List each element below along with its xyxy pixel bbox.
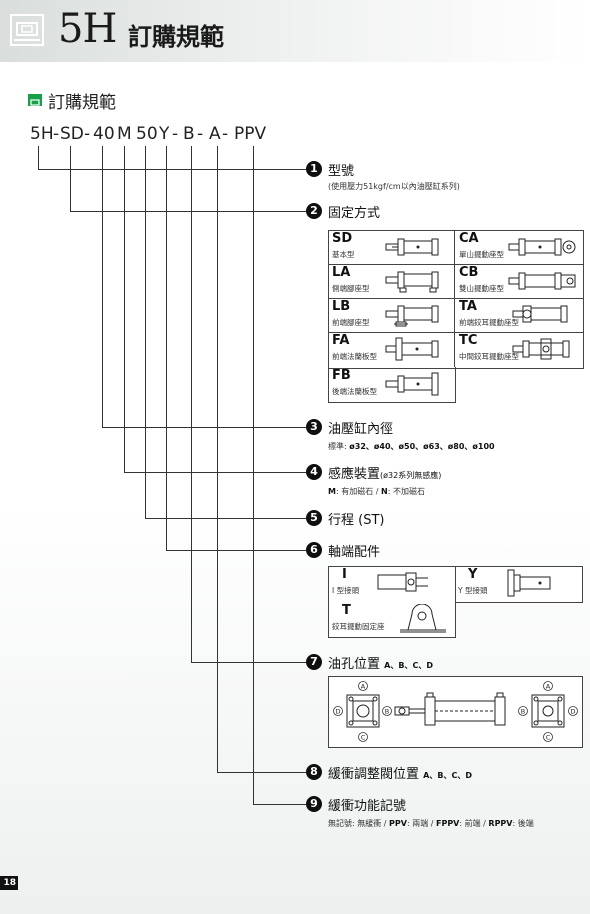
- header-title: 訂購規範: [128, 23, 224, 51]
- port-letter: B: [385, 708, 389, 716]
- rod-end-option: T 鉸耳擺動固定座: [328, 602, 454, 637]
- item-number: 2: [306, 203, 322, 219]
- code-dash: -: [84, 124, 91, 144]
- item-number: 6: [306, 542, 322, 558]
- section-icon: [28, 94, 42, 108]
- mount-option: TC 中間鉸耳擺動座型: [455, 332, 582, 367]
- page-number: 18: [0, 876, 18, 890]
- cylinder-icon: [512, 305, 568, 323]
- mount-option: TA 前端鉸耳擺動座型: [455, 298, 582, 332]
- brand-logo-icon: [10, 14, 44, 46]
- page-header: 5H 訂購規範: [0, 0, 590, 62]
- code-part: SD: [60, 124, 84, 144]
- item-number: 4: [306, 464, 322, 480]
- port-position-diagram: A D B C A B D C: [328, 676, 583, 748]
- code-part: M: [117, 124, 132, 144]
- item-number: 1: [306, 161, 322, 177]
- mount-option: CA 單山擺動座型: [455, 230, 582, 264]
- code-dash: -: [222, 124, 229, 144]
- code-dash: -: [197, 124, 204, 144]
- rod-end-option: I I 型接頭: [328, 566, 454, 601]
- code-part: Y: [159, 124, 170, 144]
- item-number: 5: [306, 510, 322, 526]
- mount-table: SD 基本型 CA 單山擺動座型 LA 側端腳座型 CB 雙山擺動座型: [328, 230, 584, 403]
- port-letter: A: [361, 683, 366, 691]
- code-dash: -: [53, 124, 60, 144]
- code-part: 40: [93, 124, 115, 144]
- cylinder-icon: [508, 238, 576, 256]
- cylinder-icon: [512, 338, 570, 360]
- header-model: 5H: [58, 6, 117, 52]
- item-label: 固定方式: [328, 206, 381, 221]
- cylinder-icon: [385, 372, 439, 396]
- item-sub: (使用壓力51kgf/cm以內油壓缸系列): [328, 182, 460, 191]
- mount-option: FB 後端法蘭板型: [328, 367, 454, 402]
- rod-end-option: Y Y 型接頭: [456, 566, 582, 601]
- mount-option: CB 雙山擺動座型: [455, 264, 582, 298]
- item-sub: 無記號: 無緩衝 / PPV: 兩端 / FPPV: 前端 / RPPV: 後端: [328, 819, 534, 828]
- y-joint-icon: [507, 569, 551, 597]
- mount-option: LA 側端腳座型: [328, 264, 454, 298]
- item-label: 行程 (ST): [328, 513, 385, 528]
- mount-option: FA 前端法蘭板型: [328, 332, 454, 367]
- port-letter: D: [335, 708, 340, 716]
- item-label: 油孔位置 A、B、C、D: [328, 657, 433, 672]
- code-part: B: [183, 124, 195, 144]
- cylinder-icon: [385, 238, 439, 256]
- cylinder-icon: [508, 272, 576, 290]
- port-letter: D: [570, 708, 575, 716]
- port-diagram-icon: A D B C A B D C: [333, 681, 578, 742]
- item-number: 3: [306, 419, 322, 435]
- item-label: 緩衝調整閥位置 A、B、C、D: [328, 767, 472, 782]
- code-part: PPV: [234, 124, 267, 144]
- item-number: 9: [306, 796, 322, 812]
- item-sub: 標準: ø32、ø40、ø50、ø63、ø80、ø100: [328, 442, 495, 451]
- cylinder-icon: [385, 271, 439, 293]
- t-bracket-icon: [400, 604, 446, 633]
- code-part: 50: [136, 124, 158, 144]
- mount-option: SD 基本型: [328, 230, 454, 264]
- item-number: 8: [306, 764, 322, 780]
- i-joint-icon: [377, 572, 428, 592]
- cylinder-icon: [385, 337, 439, 361]
- item-label: 型號: [328, 164, 355, 179]
- port-letter: B: [521, 708, 525, 716]
- section-title: 訂購規範: [48, 93, 116, 113]
- cylinder-icon: [385, 305, 439, 327]
- item-label: 緩衝功能記號: [328, 799, 407, 814]
- port-letter: A: [546, 683, 551, 691]
- code-part: 5H: [30, 124, 54, 144]
- code-dash: -: [172, 124, 179, 144]
- item-label: 軸端配件: [328, 545, 381, 560]
- port-letter: C: [361, 734, 366, 742]
- item-label: 感應裝置(ø32系列無感應): [328, 467, 442, 482]
- item-label: 油壓缸內徑: [328, 422, 394, 437]
- rod-end-table: I I 型接頭 Y Y 型接頭 T 鉸耳擺動固定座: [328, 566, 583, 638]
- item-number: 7: [306, 654, 322, 670]
- item-sub: M: 有加磁石 / N: 不加磁石: [328, 487, 425, 496]
- code-part: A: [209, 124, 221, 144]
- mount-option: LB 前端腳座型: [328, 298, 454, 332]
- port-letter: C: [546, 734, 551, 742]
